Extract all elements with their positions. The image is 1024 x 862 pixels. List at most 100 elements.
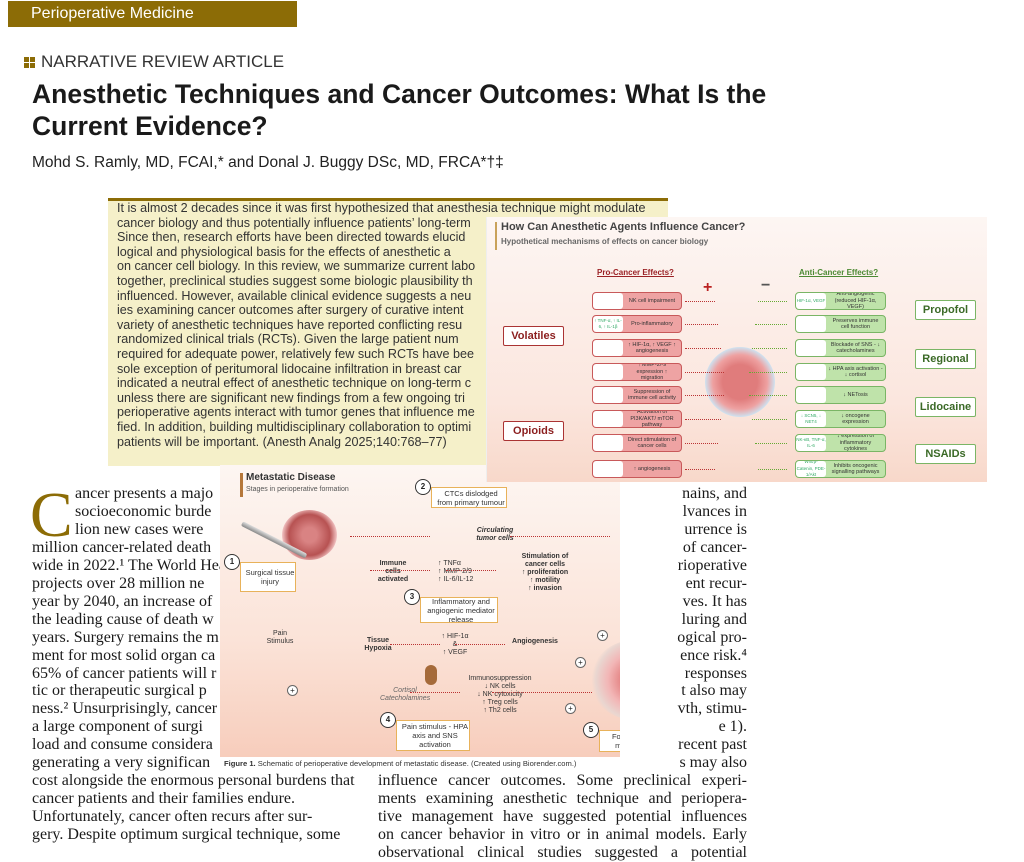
label-hypoxia: Tissue Hypoxia — [364, 637, 392, 652]
effect-text: ↓ HPA axis activation - ↓ cortisol — [828, 365, 883, 379]
effect-icon — [796, 364, 826, 380]
body-text-line: recent past — [678, 736, 747, 754]
caption-text: Schematic of perioperative development o… — [257, 759, 577, 768]
effect-icon — [593, 364, 623, 380]
effect-icon: Wnt/β-Catenin, PDE-1/Akt — [796, 460, 826, 478]
effect-icon — [593, 461, 623, 477]
effect-icon: ↓ SCN5, ↓ NET4 — [796, 411, 826, 427]
label-circulating: Circulating tumor cells — [476, 527, 514, 542]
anti-agent-regional: Regional — [915, 349, 976, 369]
body-text-line: ent recur- — [685, 574, 747, 592]
dotted-arrow — [685, 348, 721, 349]
dotted-arrow — [685, 419, 721, 420]
step-box: Formation of metastasis — [599, 730, 620, 752]
effect-icon — [593, 340, 623, 356]
pro-cancer-effect: ↑ MMP-2/-9 expression ↑ migration — [592, 363, 682, 381]
step-number: 3 — [404, 589, 420, 605]
article-authors: Mohd S. Ramly, MD, FCAI,* and Donal J. B… — [32, 154, 504, 171]
minus-sign: − — [761, 277, 771, 294]
pro-cancer-header: Pro-Cancer Effects? — [597, 268, 674, 277]
abstract-line: randomized clinical trials (RCTs). Given… — [117, 332, 459, 347]
effect-icon — [593, 411, 623, 427]
body-text-line: observational clinical studies suggested… — [378, 844, 747, 861]
dotted-arrow — [748, 395, 787, 396]
abstract-line: perioperative agents interact with tumor… — [117, 405, 475, 420]
effect-icon — [796, 340, 826, 356]
dotted-arrow — [685, 395, 724, 396]
body-text-line: generating a very significan — [32, 754, 211, 772]
body-text-line: projects over 28 million ne — [32, 574, 205, 592]
dotted-arrow — [390, 644, 440, 645]
effect-text: Activation of PI3K/AKT/ mTOR pathway — [630, 410, 674, 428]
dotted-arrow — [446, 570, 496, 571]
article-title: Anesthetic Techniques and Cancer Outcome… — [32, 79, 767, 141]
body-text-line: ment for most solid organ ca — [32, 646, 216, 664]
effect-icon — [593, 387, 623, 403]
effect-text: ↓ expression of inflammatory cytokines — [837, 434, 874, 452]
dotted-arrow — [685, 469, 715, 470]
dotted-arrow — [370, 570, 430, 571]
dotted-arrow — [757, 469, 787, 470]
dotted-arrow — [350, 536, 430, 537]
figure-2-subtitle: Hypothetical mechanisms of effects on ca… — [501, 237, 709, 246]
body-text-line: a large component of surgi — [32, 718, 203, 736]
body-text-line: wide in 2022.¹ The World Hea — [32, 556, 226, 574]
dotted-arrow — [685, 301, 715, 302]
abstract-line: unless there are significant new finding… — [117, 390, 465, 405]
abstract-line: ies examining cancer outcomes after surg… — [117, 303, 464, 318]
body-text-line: ness.² Unsurprisingly, cancer — [32, 700, 218, 718]
step-number: 4 — [380, 712, 396, 728]
step-number: 5 — [583, 722, 599, 738]
body-text-line: responses — [684, 664, 747, 682]
anti-cancer-effect: ↓ NETosis — [795, 386, 886, 404]
abstract-line: required for adequate power, relatively … — [117, 347, 475, 361]
anti-agent-propofol: Propofol — [915, 300, 976, 320]
body-text-line: gery. Despite optimum surgical technique… — [32, 826, 341, 844]
anti-cancer-effect: ↓ HPA axis activation - ↓ cortisol — [795, 363, 886, 381]
dotted-arrow — [751, 348, 787, 349]
body-text-line: load and consume considera — [32, 736, 213, 754]
step-number: 2 — [415, 479, 431, 495]
body-text-line: ancer presents a majo — [75, 485, 214, 502]
dotted-arrow — [748, 372, 787, 373]
figure-1-subtitle: Stages in perioperative formation — [246, 486, 349, 493]
effect-text: Inhibits oncogenic signalling pathways — [831, 462, 880, 476]
effect-icon — [593, 435, 623, 451]
label-angiogenesis: Angiogenesis — [512, 638, 558, 645]
abstract-line: on cancer cell biology. In this review, … — [117, 259, 476, 274]
effect-text: ↑ angiogenesis — [633, 465, 671, 472]
effect-icon — [593, 293, 623, 309]
effect-text: ↓ NETosis — [843, 391, 868, 398]
abstract-line: logical and physiological basis for the … — [117, 244, 451, 259]
dotted-arrow — [757, 301, 787, 302]
plus-icon: + — [575, 657, 586, 668]
body-text-line: ogical pro- — [677, 628, 747, 646]
effect-icon — [796, 316, 826, 332]
body-text-line: cancer patients and their families endur… — [32, 790, 295, 808]
effect-text: Preserves immune cell function — [832, 317, 879, 331]
body-text-line: million cancer-related death — [32, 538, 212, 556]
abstract-line: variety of anesthetic techniques have re… — [117, 317, 463, 332]
figure-1-title: Metastatic Disease — [246, 472, 336, 483]
body-text-line: Unfortunately, cancer often recurs after… — [32, 808, 313, 826]
label-cytokines: ↑ TNFα ↑ MMP-2/9 ↑ IL-6/IL-12 — [438, 560, 474, 583]
body-text-line: ves. It has — [682, 592, 747, 610]
body-text-line: cost alongside the enormous personal bur… — [32, 772, 355, 790]
body-text-line: tive management have suggested potential… — [378, 808, 747, 826]
effect-text: Pro-inflammatory — [631, 320, 673, 327]
abstract-line: together, preclinical studies suggest so… — [117, 274, 473, 288]
body-text-line: of cancer- — [682, 538, 747, 556]
effect-text: Direct stimulation of cancer cells — [627, 436, 677, 450]
abstract-line: It is almost 2 decades since it was firs… — [117, 201, 646, 215]
effect-text: Blockade of SNS - ↓ catecholamines — [830, 341, 881, 355]
anti-cancer-effect: Blockade of SNS - ↓ catecholamines — [795, 339, 886, 357]
tumor-image — [705, 347, 775, 417]
anti-cancer-effect: Preserves immune cell function — [795, 315, 886, 333]
dotted-arrow — [492, 692, 592, 693]
pro-cancer-effect: ↑ HIF-1α, ↑ VEGF ↑ angiogenesis — [592, 339, 682, 357]
kidney-icon — [425, 665, 437, 685]
caption-label: Figure 1. — [224, 759, 256, 768]
body-text-line: on cancer behavior in vitro or in animal… — [378, 826, 747, 844]
